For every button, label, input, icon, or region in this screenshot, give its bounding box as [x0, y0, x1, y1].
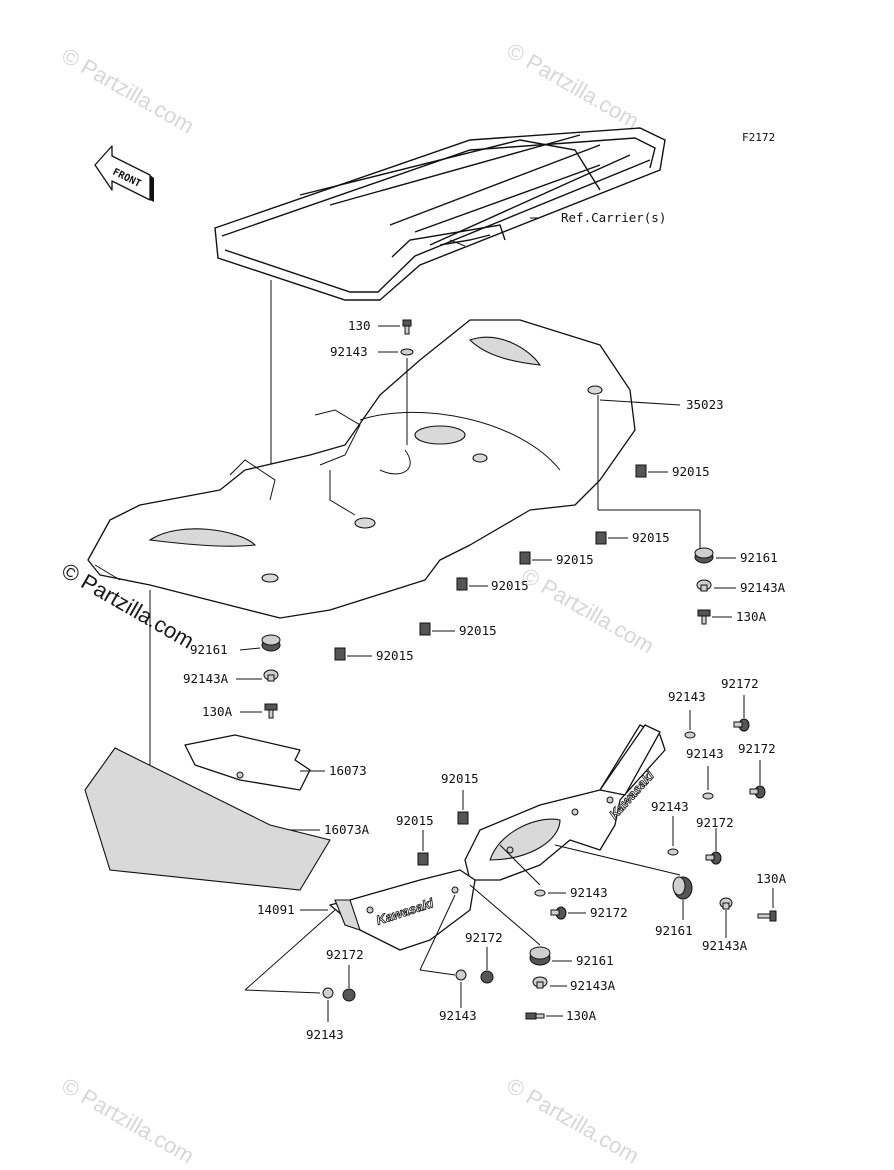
washer-92143-g3 [667, 848, 679, 856]
carrier-rack [214, 127, 666, 301]
callout-92015-c: 92015 [556, 552, 594, 567]
callout-130A-far-right: 130A [756, 871, 787, 886]
bolt-130A-left [264, 703, 278, 719]
collar-92143A-left [263, 669, 279, 682]
callout-92172-m: 92172 [590, 905, 628, 920]
callout-92015-d: 92015 [491, 578, 529, 593]
screw-92172-b2 [480, 970, 494, 984]
callout-92172-b2: 92172 [465, 930, 503, 945]
callout-92172-g2: 92172 [738, 741, 776, 756]
watermark-top-right: © Partzilla.com [503, 38, 644, 134]
callout-16073A: 16073A [324, 822, 370, 837]
watermark-middle-right: © Partzilla.com [518, 563, 659, 659]
bolt-130A-middle [525, 1012, 545, 1020]
grommet-92161-far-right [672, 876, 693, 900]
clip-nut-92015-d [456, 577, 468, 591]
callout-130A-left: 130A [202, 704, 233, 719]
clip-nut-92015-e [419, 622, 431, 636]
callout-35023: 35023 [686, 397, 724, 412]
callout-92143A-middle: 92143A [570, 978, 616, 993]
grommet-92161-right [694, 547, 714, 564]
clip-nut-92015-g [457, 811, 469, 825]
callout-92172-g3: 92172 [696, 815, 734, 830]
watermark-bottom-right: © Partzilla.com [503, 1073, 644, 1169]
callout-92161-left: 92161 [190, 642, 228, 657]
clip-nut-92015-b [595, 531, 607, 545]
callout-92143-g3: 92143 [651, 799, 689, 814]
clip-nut-92015-h [417, 852, 429, 866]
callout-92161-middle: 92161 [576, 953, 614, 968]
collar-92143A-right [696, 579, 712, 592]
front-arrow-icon: FRONT [94, 145, 154, 202]
rear-fender [87, 319, 636, 619]
clip-nut-92015-a [635, 464, 647, 478]
callout-92015-g: 92015 [441, 771, 479, 786]
washer-92143-b1 [322, 987, 334, 999]
washer-92143-b2 [455, 969, 467, 981]
ref-carrier-label: Ref.Carrier(s) [561, 210, 666, 225]
callout-92143-top: 92143 [330, 344, 368, 359]
screw-92172-g1 [733, 718, 750, 732]
bolt-130-top [402, 319, 412, 335]
callout-92015-b: 92015 [632, 530, 670, 545]
clip-nut-92015-c [519, 551, 531, 565]
screw-92172-g3 [705, 851, 722, 865]
side-bracket-assembly: Kawasaki [464, 724, 666, 881]
callout-92143A-far-right: 92143A [702, 938, 748, 953]
bolt-130A-right [697, 609, 711, 625]
callout-14091: 14091 [257, 902, 295, 917]
grommet-92161-middle [529, 946, 551, 966]
washer-92143-m [534, 889, 546, 897]
collar-92143A-far-right [719, 897, 733, 910]
callout-92015-a: 92015 [672, 464, 710, 479]
figure-code: F2172 [742, 131, 775, 144]
callout-130-top: 130 [348, 318, 371, 333]
callout-16073: 16073 [329, 763, 367, 778]
callout-92161-right: 92161 [740, 550, 778, 565]
callout-130A-middle: 130A [566, 1008, 597, 1023]
side-panel-14091: Kawasaki [329, 869, 476, 951]
washer-92143-g2 [702, 792, 714, 800]
washer-92143-g1 [684, 731, 696, 739]
watermark-layer: © Partzilla.com © Partzilla.com © Partzi… [58, 38, 659, 1169]
bolt-130A-far-right [757, 910, 777, 922]
watermark-top-left: © Partzilla.com [58, 43, 199, 139]
callout-92143A-right: 92143A [740, 580, 786, 595]
mud-flap-16073A [84, 747, 331, 891]
watermark-bottom-left: © Partzilla.com [58, 1073, 199, 1169]
screw-92172-b1 [342, 988, 356, 1002]
collar-92143A-middle [532, 976, 548, 989]
grommet-92161-left [261, 634, 281, 652]
washer-92143-top [400, 348, 414, 356]
callout-92015-f: 92015 [376, 648, 414, 663]
clip-nut-92015-f [334, 647, 346, 661]
callout-130A-right: 130A [736, 609, 767, 624]
callout-92143-m: 92143 [570, 885, 608, 900]
callout-92172-b1: 92172 [326, 947, 364, 962]
callout-92143A-left: 92143A [183, 671, 229, 686]
callout-92172-g1: 92172 [721, 676, 759, 691]
mud-flap-16073 [184, 734, 311, 791]
callout-92143-g1: 92143 [668, 689, 706, 704]
callout-92015-e: 92015 [459, 623, 497, 638]
callout-92143-b2: 92143 [439, 1008, 477, 1023]
callout-92161-far-right: 92161 [655, 923, 693, 938]
callout-92143-b1: 92143 [306, 1027, 344, 1042]
screw-92172-m [550, 906, 567, 920]
fender-leader [599, 399, 681, 406]
callout-92143-g2: 92143 [686, 746, 724, 761]
callout-92015-h: 92015 [396, 813, 434, 828]
screw-92172-g2 [749, 785, 766, 799]
